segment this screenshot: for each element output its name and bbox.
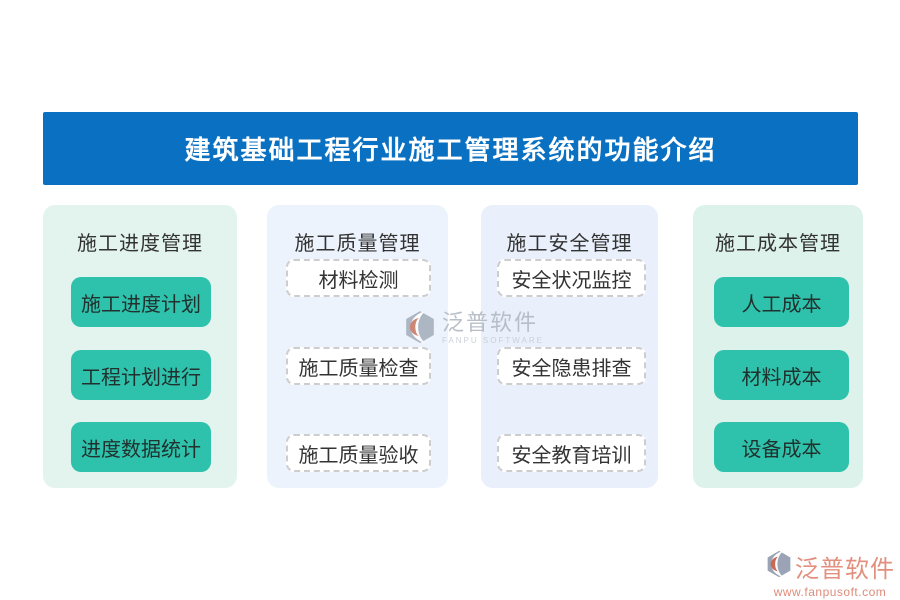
column-progress-management: 施工进度管理 施工进度计划 工程计划进行 进度数据统计	[43, 205, 237, 488]
cost-item-equipment: 设备成本	[714, 422, 849, 472]
progress-item-plan: 施工进度计划	[71, 277, 211, 327]
footer-website: www.fanpusoft.com	[773, 585, 887, 599]
quality-item-material-test: 材料检测	[286, 259, 431, 297]
page-title: 建筑基础工程行业施工管理系统的功能介绍	[184, 136, 717, 165]
column-cost-management: 施工成本管理 人工成本 材料成本 设备成本	[693, 205, 863, 488]
column-header: 施工成本管理	[715, 233, 841, 255]
fanpu-footer-logo: 泛普软件 www.fanpusoft.com	[764, 549, 896, 599]
progress-item-execution: 工程计划进行	[71, 350, 211, 400]
quality-item-inspection: 施工质量检查	[286, 347, 431, 385]
fanpu-logo-icon	[765, 550, 793, 583]
cost-item-material: 材料成本	[714, 350, 849, 400]
column-header: 施工安全管理	[506, 233, 633, 255]
safety-item-training: 安全教育培训	[497, 434, 646, 472]
cost-item-labor: 人工成本	[714, 277, 849, 327]
column-quality-management: 施工质量管理 材料检测 施工质量检查 施工质量验收	[267, 205, 448, 488]
safety-item-hazard-check: 安全隐患排查	[497, 347, 646, 385]
safety-item-monitoring: 安全状况监控	[497, 259, 646, 297]
footer-logo-row: 泛普软件	[765, 549, 895, 584]
progress-item-statistics: 进度数据统计	[71, 422, 211, 472]
footer-brand: 泛普软件	[795, 557, 895, 583]
title-banner: 建筑基础工程行业施工管理系统的功能介绍	[43, 112, 858, 185]
quality-item-acceptance: 施工质量验收	[286, 434, 431, 472]
column-safety-management: 施工安全管理 安全状况监控 安全隐患排查 安全教育培训	[481, 205, 658, 488]
column-header: 施工质量管理	[294, 233, 421, 255]
column-header: 施工进度管理	[77, 233, 203, 255]
